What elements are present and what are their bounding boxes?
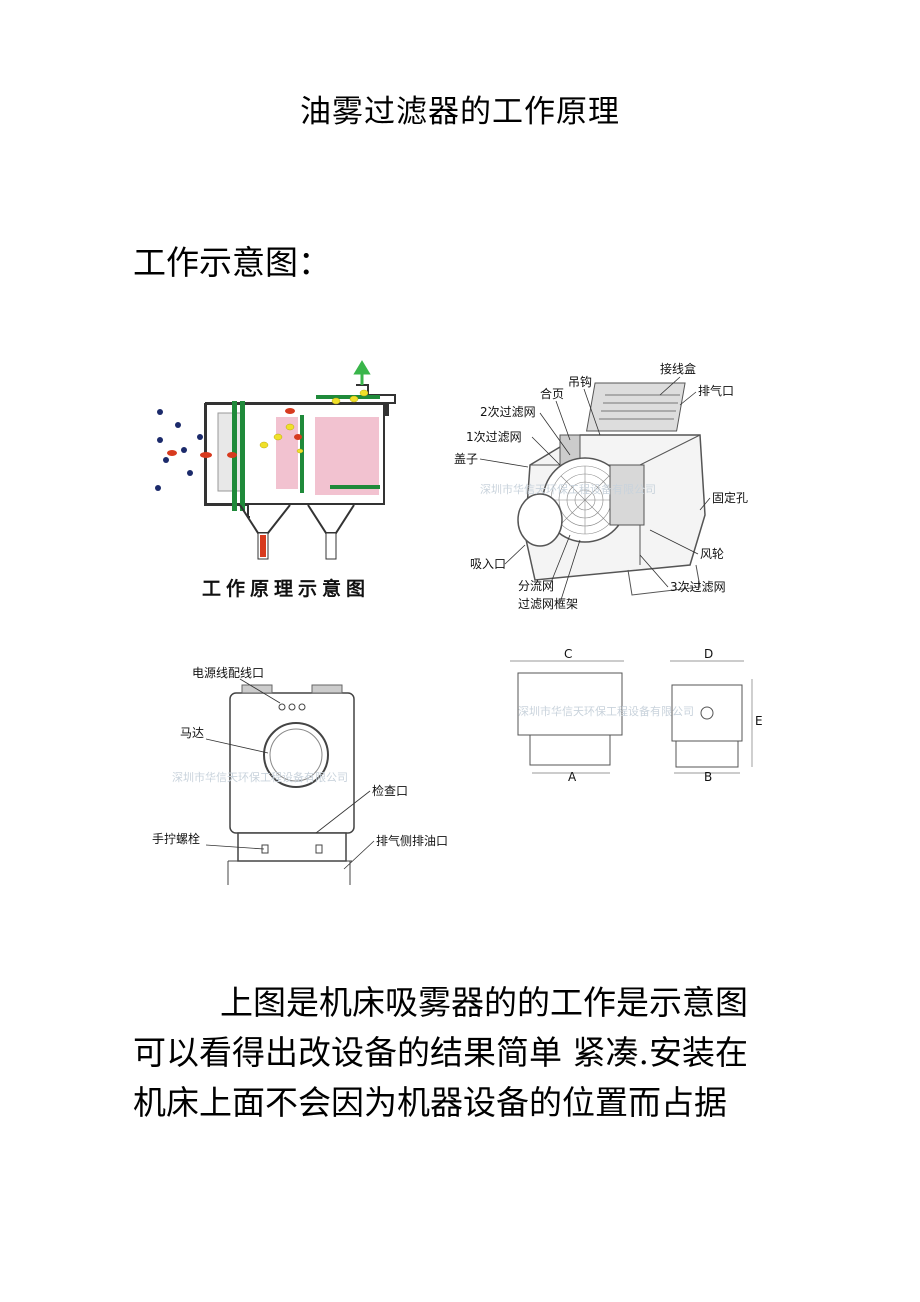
label-inspection: 检查口	[372, 783, 408, 798]
label-filter-frame: 过滤网框架	[518, 597, 578, 611]
dimension-drawings: C D E A B 深圳市华信天环保工程设备有限公司	[510, 647, 763, 784]
body-paragraph: 上图是机床吸雾器的的工作是示意图 可以看得出改设备的结果简单 紧凑.安装在 机床…	[133, 978, 793, 1128]
dim-e: E	[755, 714, 763, 728]
watermark-dimensions: 深圳市华信天环保工程设备有限公司	[518, 704, 694, 718]
label-power-port: 电源线配线口	[192, 666, 264, 680]
dim-b: B	[704, 770, 712, 784]
dim-a: A	[568, 770, 577, 784]
exploded-view-diagram: 合页 吊钩 接线盒 排气口 2次过滤网 1次过滤网 盖子 固定孔 风轮 吸入口 …	[454, 361, 748, 611]
label-fixing-hole: 固定孔	[712, 490, 748, 505]
paragraph-line: 机床上面不会因为机器设备的位置而占据	[133, 1083, 727, 1122]
label-hand-bolt: 手拧螺栓	[152, 831, 200, 846]
front-view-diagram: 电源线配线口 马达 检查口 手拧螺栓 排气侧排油口 深圳市华信天环保工程设备有限…	[152, 666, 448, 885]
paragraph-line: 上图是机床吸雾器的的工作是示意图	[220, 983, 748, 1022]
label-cover: 盖子	[454, 452, 478, 466]
dim-c: C	[564, 647, 572, 661]
page-title: 油雾过滤器的工作原理	[300, 94, 620, 130]
label-hook: 吊钩	[568, 375, 592, 389]
working-principle-schematic: 工作原理示意图	[155, 360, 396, 600]
figure-panel: 工作原理示意图 合页 吊钩 接线盒 排气口 2次过滤网 1次过滤网 盖子 固定孔…	[140, 355, 780, 895]
label-intake: 吸入口	[470, 557, 506, 571]
label-exhaust: 排气口	[698, 383, 734, 398]
schematic-caption: 工作原理示意图	[202, 577, 370, 600]
dim-d: D	[704, 647, 713, 661]
diagram-svg: 工作原理示意图 合页 吊钩 接线盒 排气口 2次过滤网 1次过滤网 盖子 固定孔…	[152, 360, 763, 885]
watermark-top: 深圳市华信天环保工程设备有限公司	[480, 482, 656, 496]
label-junction-box: 接线盒	[660, 361, 696, 376]
label-drain: 排气侧排油口	[376, 833, 448, 848]
label-splitter: 分流网	[518, 579, 554, 593]
label-fan-wheel: 风轮	[700, 547, 724, 561]
label-motor: 马达	[180, 726, 204, 740]
watermark-front: 深圳市华信天环保工程设备有限公司	[172, 770, 348, 784]
label-filter2: 2次过滤网	[480, 405, 536, 419]
section-heading: 工作示意图：	[133, 243, 331, 282]
paragraph-line: 可以看得出改设备的结果简单 紧凑.安装在	[133, 1033, 748, 1072]
label-filter1: 1次过滤网	[466, 430, 522, 444]
label-hinge: 合页	[540, 386, 564, 401]
label-filter3: 3次过滤网	[670, 580, 726, 594]
